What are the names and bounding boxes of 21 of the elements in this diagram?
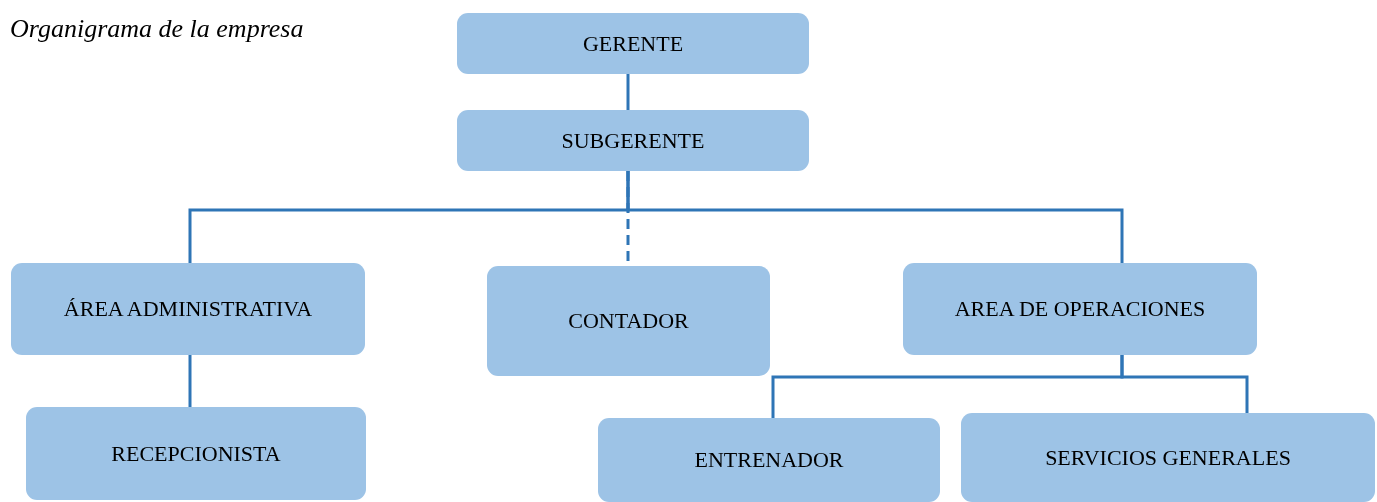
org-box <box>26 407 366 500</box>
role-label: ENTRENADOR <box>694 446 844 475</box>
role-label: RECEPCIONISTA <box>111 439 281 468</box>
org-box <box>903 263 1257 355</box>
connector-line <box>188 355 192 409</box>
role-label: GERENTE <box>582 29 684 58</box>
connector-line <box>626 171 1124 263</box>
role-label: CONTADOR <box>568 307 689 336</box>
role-label: ÁREA ADMINISTRATIVA <box>63 295 313 324</box>
diagram-title: Organigrama de la empresa <box>10 14 304 44</box>
role-label: AREA DE OPERACIONES <box>954 295 1206 324</box>
org-box <box>598 418 940 502</box>
connector-line <box>1120 355 1249 413</box>
org-box <box>487 266 770 376</box>
connector-line <box>626 74 630 112</box>
role-label: SERVICIOS GENERALES <box>1045 443 1291 472</box>
org-box <box>457 13 809 74</box>
role-label: SUBGERENTE <box>561 126 705 155</box>
org-box <box>457 110 809 171</box>
org-box <box>11 263 365 355</box>
org-box <box>961 413 1375 502</box>
